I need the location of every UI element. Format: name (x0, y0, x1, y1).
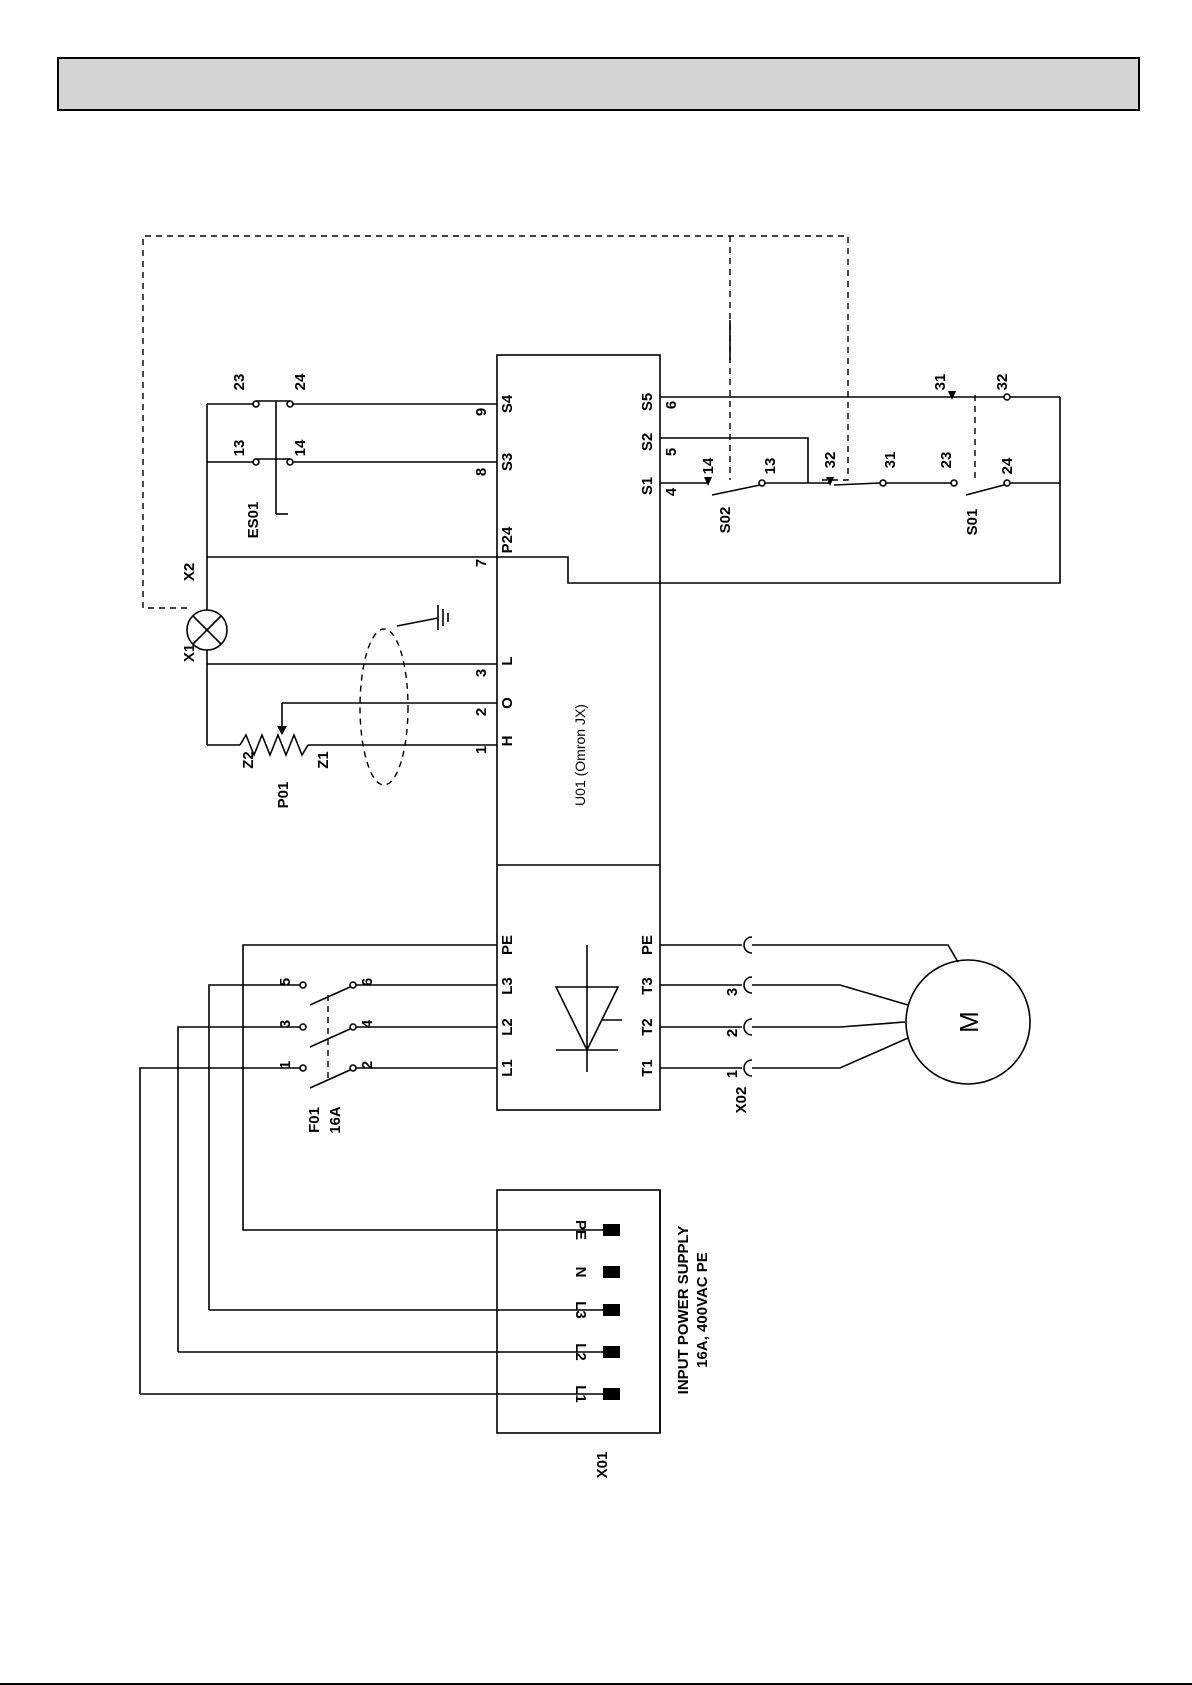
lamp-x1: X1 (181, 644, 198, 662)
s02-32: 32 (822, 452, 839, 469)
term-l3-in: L3 (499, 977, 516, 995)
estop-24: 24 (292, 373, 309, 390)
term-s2: S2 (639, 433, 656, 451)
lamp-indicator: X1 X2 (181, 563, 227, 662)
potentiometer-p01: Z2 Z1 P01 (240, 751, 332, 808)
supply-l2: L2 (572, 1343, 589, 1361)
term-o: O (499, 697, 516, 709)
s01-31: 31 (932, 374, 949, 391)
estop-name: ES01 (245, 502, 262, 539)
fuse-3: 3 (277, 1020, 294, 1028)
term-h: H (499, 736, 516, 747)
pot-z2: Z2 (240, 751, 257, 769)
supply-l3: L3 (572, 1301, 589, 1319)
motor-output: M 3 2 1 X02 (660, 937, 1030, 1113)
fuse-4: 4 (359, 1019, 376, 1028)
x02-name: X02 (733, 1087, 750, 1114)
term-pe-out: PE (639, 935, 656, 955)
term-1-num: 1 (473, 746, 490, 754)
term-7-num: 7 (473, 559, 490, 567)
term-l: L (499, 656, 516, 665)
term-5-num: 5 (663, 448, 680, 456)
term-l1-in: L1 (499, 1059, 516, 1077)
fuse-5: 5 (277, 978, 294, 986)
term-s5: S5 (639, 393, 656, 411)
drive-u01: U01 (Omron JX) (497, 355, 660, 1110)
x02-3: 3 (724, 988, 741, 996)
term-3-num: 3 (473, 669, 490, 677)
supply-title: INPUT POWER SUPPLY (675, 1226, 692, 1395)
s02-name: S02 (717, 507, 734, 534)
pot-z1: Z1 (315, 751, 332, 769)
fuse-f01: 5 6 3 4 1 2 F01 16A (140, 945, 603, 1394)
term-2-num: 2 (473, 708, 490, 716)
s01-32: 32 (994, 374, 1011, 391)
term-s3: S3 (499, 453, 516, 471)
control-wiring (207, 404, 497, 785)
motor-label: M (954, 1011, 984, 1033)
term-6-num: 6 (663, 401, 680, 409)
lamp-x2: X2 (181, 563, 198, 581)
term-s4: S4 (499, 394, 516, 413)
estop-23: 23 (231, 374, 248, 391)
term-pe-in: PE (499, 935, 516, 955)
s02-31: 31 (882, 452, 899, 469)
s01-23: 23 (938, 452, 955, 469)
s01-24: 24 (999, 457, 1016, 474)
dashed-linkage (143, 236, 975, 608)
term-s1: S1 (639, 477, 656, 495)
term-4-num: 4 (663, 487, 680, 496)
term-9-num: 9 (473, 408, 490, 416)
s01-name: S01 (964, 509, 981, 536)
supply-x01: PE N L3 L2 L1 INPUT POWER SUPPLY 16A, 40… (140, 1190, 711, 1478)
term-8-num: 8 (473, 468, 490, 476)
fuse-6: 6 (359, 978, 376, 986)
fuse-1: 1 (277, 1061, 294, 1069)
fuse-rating: 16A (327, 1106, 344, 1134)
estop-es01: 23 24 13 14 ES01 (231, 373, 309, 538)
term-t3: T3 (639, 977, 656, 995)
diode-symbol (556, 945, 622, 1072)
estop-14: 14 (292, 439, 309, 456)
x02-1: 1 (724, 1070, 741, 1078)
pot-name: P01 (275, 782, 292, 809)
supply-pe: PE (572, 1220, 589, 1240)
supply-rating: 16A, 400VAC PE (694, 1252, 711, 1368)
supply-l1: L1 (572, 1385, 589, 1403)
supply-name: X01 (594, 1452, 611, 1479)
s02-13: 13 (762, 458, 779, 475)
s02-14: 14 (700, 457, 717, 474)
term-t2: T2 (639, 1018, 656, 1036)
supply-n: N (572, 1267, 589, 1278)
term-l2-in: L2 (499, 1018, 516, 1036)
x02-2: 2 (724, 1029, 741, 1037)
term-t1: T1 (639, 1059, 656, 1077)
estop-13: 13 (231, 440, 248, 457)
fuse-name: F01 (306, 1107, 323, 1133)
input-wiring: 14 13 32 31 S02 23 24 31 32 S01 (497, 374, 1060, 583)
fuse-2: 2 (359, 1061, 376, 1069)
drive-name: U01 (Omron JX) (572, 704, 588, 806)
term-p24: P24 (499, 526, 516, 553)
